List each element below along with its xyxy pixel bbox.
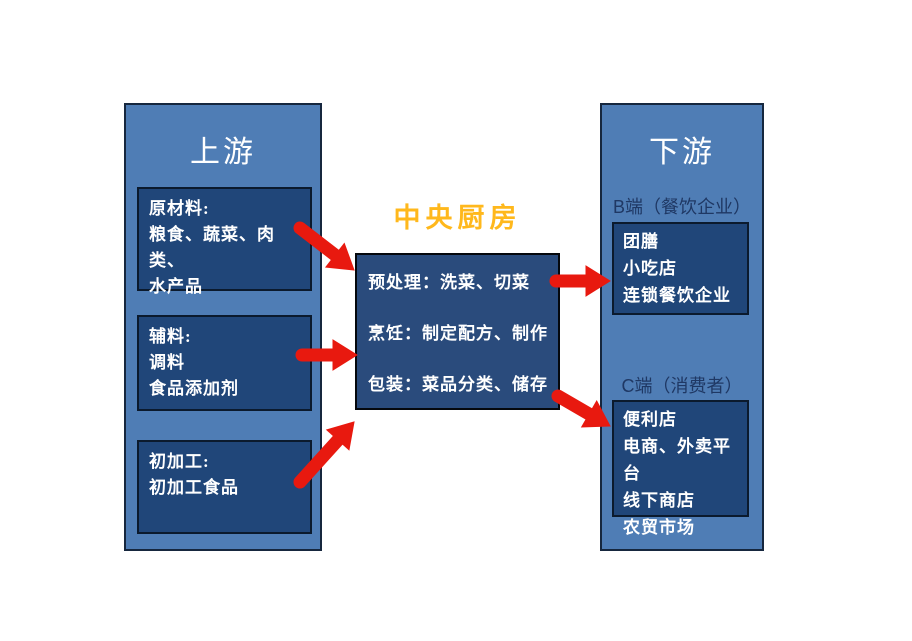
box-line: 小吃店 xyxy=(623,259,677,278)
upstream-title: 上游 xyxy=(190,136,256,169)
c-side-label: C端（消费者） xyxy=(621,376,743,396)
process-line: 烹饪：制定配方、制作 xyxy=(368,324,548,343)
box-line: 便利店 xyxy=(623,410,677,429)
box-line: 水产品 xyxy=(149,277,203,296)
upstream-box-auxiliary-materials: 辅料: 调料 食品添加剂 xyxy=(137,315,312,411)
downstream-box-c-side: 便利店 电商、外卖平台 线下商店 农贸市场 xyxy=(612,400,749,537)
box-line: 原材料: xyxy=(149,199,210,218)
process-line: 包装：菜品分类、储存 xyxy=(368,375,548,394)
box-line: 连锁餐饮企业 xyxy=(623,286,731,305)
box-line: 粮食、蔬菜、肉类、 xyxy=(149,225,275,270)
box-line: 初加工食品 xyxy=(149,478,239,497)
box-line: 初加工: xyxy=(149,452,210,471)
box-line: 辅料: xyxy=(149,327,192,346)
central-kitchen-box: 预处理：洗菜、切菜 烹饪：制定配方、制作 包装：菜品分类、储存 xyxy=(355,253,560,410)
box-line: 调料 xyxy=(149,353,185,372)
box-line: 食品添加剂 xyxy=(149,379,239,398)
downstream-title: 下游 xyxy=(649,136,715,169)
process-line: 预处理：洗菜、切菜 xyxy=(368,273,530,292)
box-line: 线下商店 xyxy=(623,491,695,510)
b-side-label: B端（餐饮企业） xyxy=(612,197,751,217)
box-line: 农贸市场 xyxy=(623,518,695,537)
central-kitchen-title: 中央厨房 xyxy=(393,203,522,233)
upstream-box-raw-materials: 原材料: 粮食、蔬菜、肉类、 水产品 xyxy=(137,187,312,296)
box-line: 团膳 xyxy=(623,232,659,251)
box-line: 电商、外卖平台 xyxy=(623,437,731,483)
upstream-box-primary-processing: 初加工: 初加工食品 xyxy=(137,440,312,534)
downstream-box-b-side: 团膳 小吃店 连锁餐饮企业 xyxy=(612,222,749,315)
